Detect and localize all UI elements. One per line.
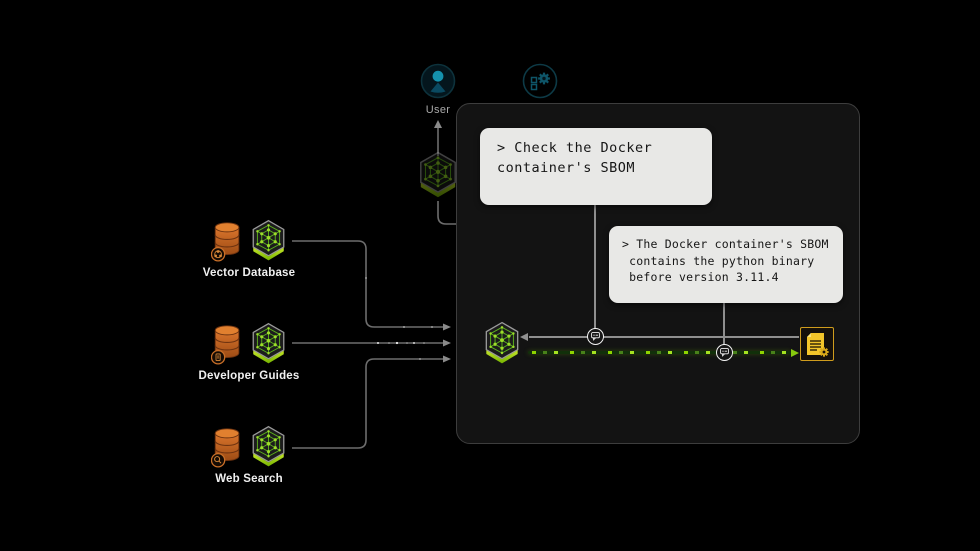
chat-bubble-icon [716,344,733,361]
agent-response-bubble: > The Docker container's SBOM contains t… [609,226,843,303]
nvidia-ai-cube-icon [420,151,456,199]
message-line: > The Docker container's SBOM [622,237,829,251]
arrowhead-right-2 [443,339,451,347]
database-icon [211,222,240,262]
user-message-bubble: > Check the Docker container's SBOM [480,128,712,205]
arrowhead-right [791,349,799,357]
source-vector-database: Vector Database [195,219,303,279]
user-label: User [425,104,451,116]
nvidia-ai-cube-icon [252,426,285,467]
message1-connector [594,205,596,329]
database-icon [211,325,240,365]
search-badge-icon [214,456,222,464]
arrowhead-up [434,120,442,128]
source-label: Vector Database [202,267,296,279]
query-line [529,336,799,338]
source-label: Web Search [215,473,283,485]
vector-database-line [292,240,443,328]
agent-panel: > Check the Docker container's SBOM > Th… [456,103,860,444]
web-search-line [292,358,443,449]
data-stream-line [528,351,791,355]
gear-icon [819,347,829,357]
message-line: before version 3.11.4 [622,270,779,285]
user-agent-to-panel-line [437,201,457,225]
arrowhead-right-1 [443,323,451,331]
services-gear-icon [522,63,558,99]
nvidia-ai-cube-icon [485,321,519,365]
chat-bubble-icon [587,328,604,345]
message-line: contains the python binary [622,253,815,268]
message2-connector [723,303,725,345]
user-icon [420,63,456,99]
nvidia-ai-cube-icon [252,220,285,261]
source-web-search: Web Search [195,425,303,485]
wire-sparkles [365,277,433,360]
nvidia-ai-cube-icon [252,323,285,364]
arrowhead-left [520,332,528,341]
sbom-document-gear-icon [800,327,834,361]
message-line: container's SBOM [497,159,636,176]
document-badge-icon [215,353,221,361]
database-icon [211,428,240,468]
source-label: Developer Guides [198,370,300,382]
source-developer-guides: Developer Guides [195,322,303,382]
arrowhead-right-3 [443,355,451,363]
network-badge-icon [214,250,222,259]
message-line: > Check the Docker [497,140,653,156]
